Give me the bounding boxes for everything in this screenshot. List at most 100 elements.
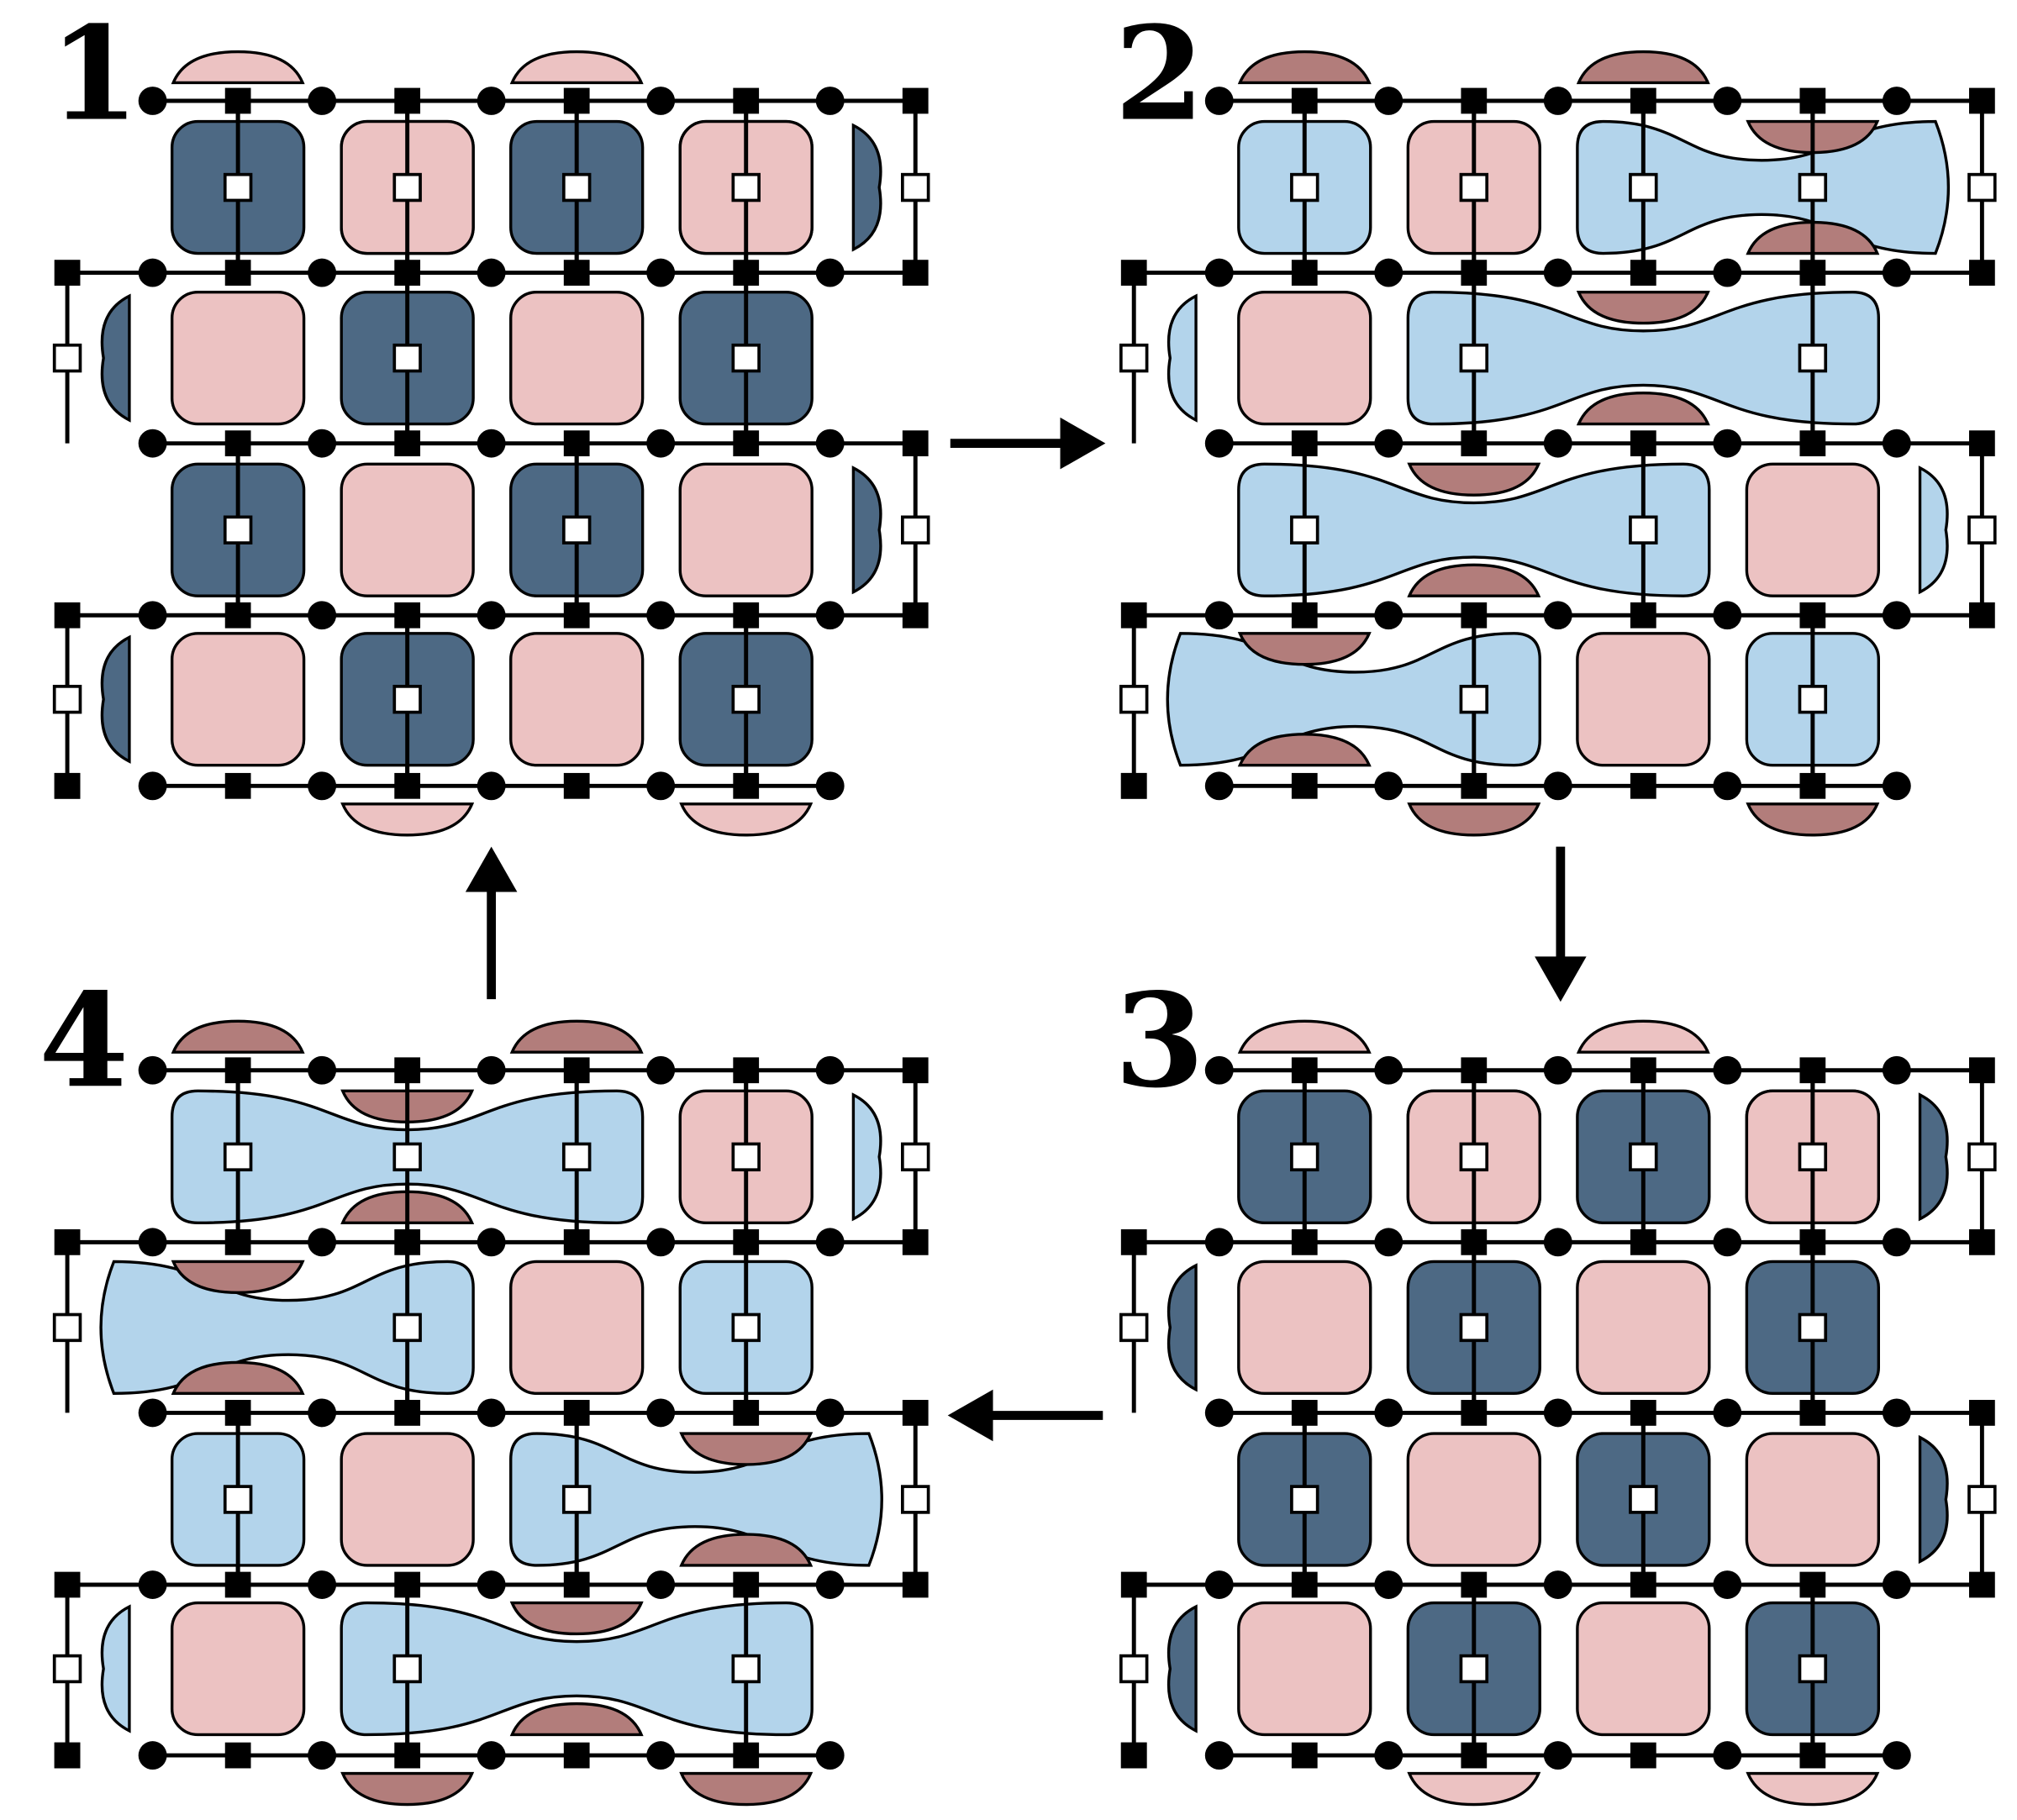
bottom-lobe — [679, 1533, 814, 1567]
chain-square-node — [733, 1742, 760, 1769]
chain-round-node — [477, 1741, 506, 1770]
chain-round-node — [308, 601, 337, 630]
chain-square-node — [563, 1057, 590, 1084]
pink-cell — [1406, 1432, 1541, 1567]
bottom-cap — [679, 1771, 814, 1807]
chain-round-node — [815, 1398, 845, 1428]
chain-square-node — [1630, 1057, 1656, 1084]
chain-square-node — [224, 260, 251, 286]
chain-square-node — [1291, 430, 1318, 457]
hollow-square-node — [1798, 1142, 1828, 1172]
top-lobe — [679, 1432, 814, 1466]
chain-round-node — [477, 771, 506, 801]
hollow-square-node — [223, 515, 253, 544]
chain-square-node — [1968, 260, 1995, 286]
hollow-square-node — [1629, 1485, 1658, 1514]
chain-round-node — [1882, 1741, 1911, 1770]
chain-round-node — [646, 1398, 676, 1428]
chain-round-node — [308, 1055, 337, 1085]
chain-round-node — [1204, 1055, 1234, 1085]
hollow-square-node — [392, 1654, 422, 1684]
chain-round-node — [308, 1228, 337, 1257]
hollow-square-node — [392, 343, 422, 373]
chain-square-node — [1291, 1228, 1318, 1255]
chain-round-node — [1374, 1570, 1403, 1599]
chain-square-node — [733, 260, 760, 286]
chain-round-node — [1543, 87, 1572, 115]
pink-cell — [509, 290, 645, 426]
chain-round-node — [1713, 1570, 1742, 1599]
chain-round-node — [1374, 601, 1403, 630]
chain-round-node — [477, 1398, 506, 1428]
chain-round-node — [138, 429, 167, 458]
bond-shape — [1237, 462, 1711, 597]
chain-round-node — [1204, 1398, 1234, 1428]
chain-round-node — [1882, 1228, 1911, 1257]
chain-round-node — [1204, 601, 1234, 630]
chain-square-node — [1461, 772, 1488, 799]
chain-square-node — [563, 1571, 590, 1598]
panel-1 — [52, 50, 930, 837]
edge-lobe-left — [1918, 466, 1949, 595]
hollow-square-node — [52, 1654, 82, 1684]
chain-round-node — [1882, 1398, 1911, 1428]
chain-square-node — [563, 1742, 590, 1769]
panel-3 — [1119, 1019, 1997, 1807]
chain-square-node — [1630, 1571, 1656, 1598]
bottom-cap — [1746, 1771, 1880, 1807]
chain-square-node — [224, 1400, 251, 1426]
chain-square-node — [394, 1742, 421, 1769]
panel-3-label: 3 — [1114, 965, 1204, 1117]
hollow-square-node — [1629, 172, 1658, 203]
pink-cell — [1745, 1432, 1881, 1567]
chain-square-node — [1630, 1742, 1656, 1769]
chain-square-node — [1968, 430, 1995, 457]
hollow-square-node — [392, 172, 422, 203]
chain-round-node — [1882, 429, 1911, 458]
bond-shape — [1406, 290, 1881, 426]
chain-square-node — [563, 87, 590, 114]
chain-square-node — [1461, 1228, 1488, 1255]
edge-lobe-right — [1166, 1263, 1198, 1392]
chain-round-node — [308, 258, 337, 287]
chain-square-node — [1630, 430, 1656, 457]
chain-round-node — [1204, 771, 1234, 801]
chain-round-node — [1713, 87, 1742, 115]
hollow-square-node — [1119, 343, 1149, 373]
hollow-square-node — [1967, 1485, 1997, 1514]
pink-cell — [509, 632, 645, 767]
pink-cell — [1576, 1260, 1711, 1396]
hollow-square-node — [52, 685, 82, 714]
top-lobe — [509, 1601, 644, 1636]
chain-round-node — [1204, 258, 1234, 287]
chain-round-node — [646, 1741, 676, 1770]
chain-round-node — [1713, 1055, 1742, 1085]
chain-square-node — [394, 87, 421, 114]
chain-square-node — [902, 260, 929, 286]
hollow-square-node — [731, 172, 761, 203]
chain-square-node — [563, 430, 590, 457]
cycle-arrows — [465, 417, 1587, 1442]
chain-round-node — [1543, 1398, 1572, 1428]
chain-square-node — [394, 772, 421, 799]
hollow-square-node — [223, 172, 253, 203]
chain-square-node — [1799, 1400, 1826, 1426]
bottom-lobe — [1237, 733, 1372, 767]
chain-square-node — [1799, 87, 1826, 114]
hollow-square-node — [1119, 1654, 1149, 1684]
hollow-square-node — [223, 1485, 253, 1514]
chain-round-node — [1543, 601, 1572, 630]
chain-round-node — [1204, 429, 1234, 458]
pink-cell — [1237, 1260, 1372, 1396]
chain-square-node — [1461, 430, 1488, 457]
chain-round-node — [646, 1570, 676, 1599]
chain-round-node — [308, 771, 337, 801]
chain-square-node — [1968, 1400, 1995, 1426]
bottom-lobe — [509, 1702, 644, 1737]
chain-round-node — [1543, 1055, 1572, 1085]
chain-square-node — [224, 1057, 251, 1084]
hollow-square-node — [1798, 172, 1828, 203]
chain-square-node — [394, 1228, 421, 1255]
hollow-square-node — [901, 172, 930, 203]
